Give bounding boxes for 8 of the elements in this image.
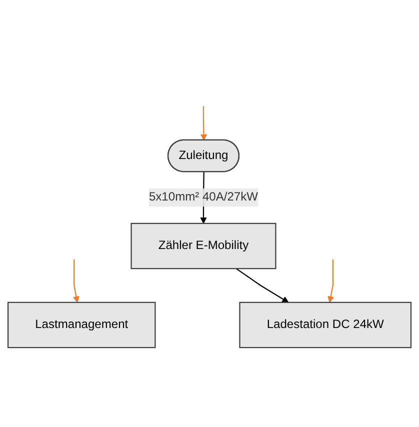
arrow [72, 260, 80, 303]
arrow [328, 260, 334, 303]
node-box: Lastmanagement [7, 302, 156, 348]
arrow [200, 106, 208, 141]
edge-label: 5x10mm² 40A/27kW [148, 190, 258, 204]
node-box: Ladestation DC 24kW [239, 302, 412, 348]
arrow [236, 268, 289, 303]
node-box: Zähler E-Mobility [130, 223, 276, 270]
